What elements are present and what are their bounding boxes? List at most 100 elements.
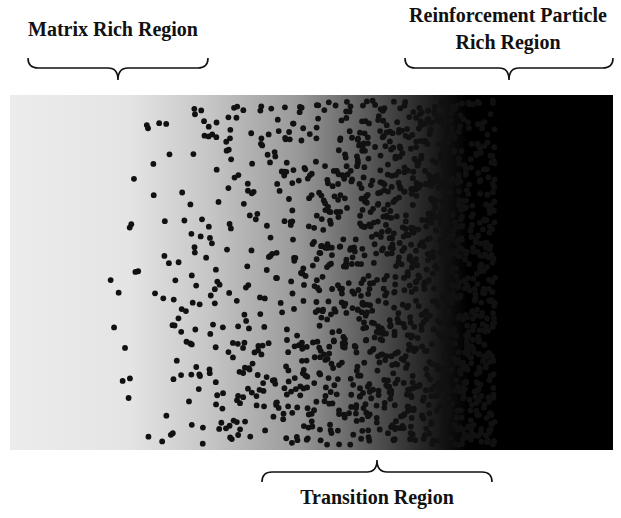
particle [325,180,331,186]
particle [485,351,491,357]
particle [213,402,219,408]
particle [476,339,482,345]
particle [250,361,256,367]
particle [178,329,184,335]
particle [375,298,381,304]
particle [354,153,360,159]
particle [456,197,462,203]
particle [368,395,374,401]
particle [484,132,490,138]
particle [370,178,376,184]
particle [390,370,396,376]
particle [409,345,415,351]
particle [127,375,133,381]
particle [442,429,448,435]
particle [292,375,298,381]
particle [122,345,128,351]
particle [457,161,463,167]
particle [240,394,246,400]
particle [307,131,313,137]
particle [217,282,223,288]
particle [442,163,448,169]
particle [170,430,176,436]
particle [300,125,306,131]
particle [309,192,315,198]
particle [442,414,448,420]
particle [490,385,496,391]
particle [296,178,302,184]
particle [463,172,469,178]
particle [336,362,342,368]
particle [413,286,419,292]
particle [415,226,421,232]
particle [311,225,317,231]
particle [474,400,480,406]
particle [314,125,320,131]
particle [402,189,408,195]
particle [371,220,377,226]
particle [408,392,414,398]
particle [352,343,358,349]
particle [342,415,348,421]
particle [198,108,204,114]
particle [423,426,429,432]
particle [381,377,387,383]
particle [326,299,332,305]
particle [403,212,409,218]
particle [382,400,388,406]
particle [262,296,268,302]
particle [347,128,353,134]
particle [454,180,460,186]
particle [488,111,494,117]
particle [353,344,359,350]
particle [387,139,393,145]
particle [464,323,470,329]
particle [456,129,462,135]
particle [350,254,356,260]
particle [405,404,411,410]
particle [377,359,383,365]
particle [350,305,356,311]
particle [326,99,332,105]
particle [462,350,468,356]
particle [484,316,490,322]
particle [410,175,416,181]
particle [357,213,363,219]
particle [317,427,323,433]
particle [372,334,378,340]
particle [370,347,376,353]
particle [405,332,411,338]
particle [373,251,379,257]
particle [189,273,195,279]
particle [213,344,219,350]
particle [377,128,383,134]
particle [373,231,379,237]
particle [423,224,429,230]
particle [470,245,476,251]
particle [334,391,340,397]
particle [214,167,220,173]
particle [240,370,246,376]
particle [336,214,342,220]
particle [329,361,335,367]
particle [476,351,482,357]
particle [341,173,347,179]
particle [260,380,266,386]
particle [415,335,421,341]
particle [232,175,238,181]
particle [248,130,254,136]
particle [421,282,427,288]
particle [326,375,332,381]
particle [438,216,444,222]
particle [408,242,414,248]
particle [474,271,480,277]
particle [348,168,354,174]
particle [318,437,324,443]
particle [491,144,497,150]
particle [235,341,241,347]
particle [227,135,233,141]
particle [267,160,273,166]
particle [126,395,132,401]
particle [429,341,435,347]
particle [372,241,378,247]
